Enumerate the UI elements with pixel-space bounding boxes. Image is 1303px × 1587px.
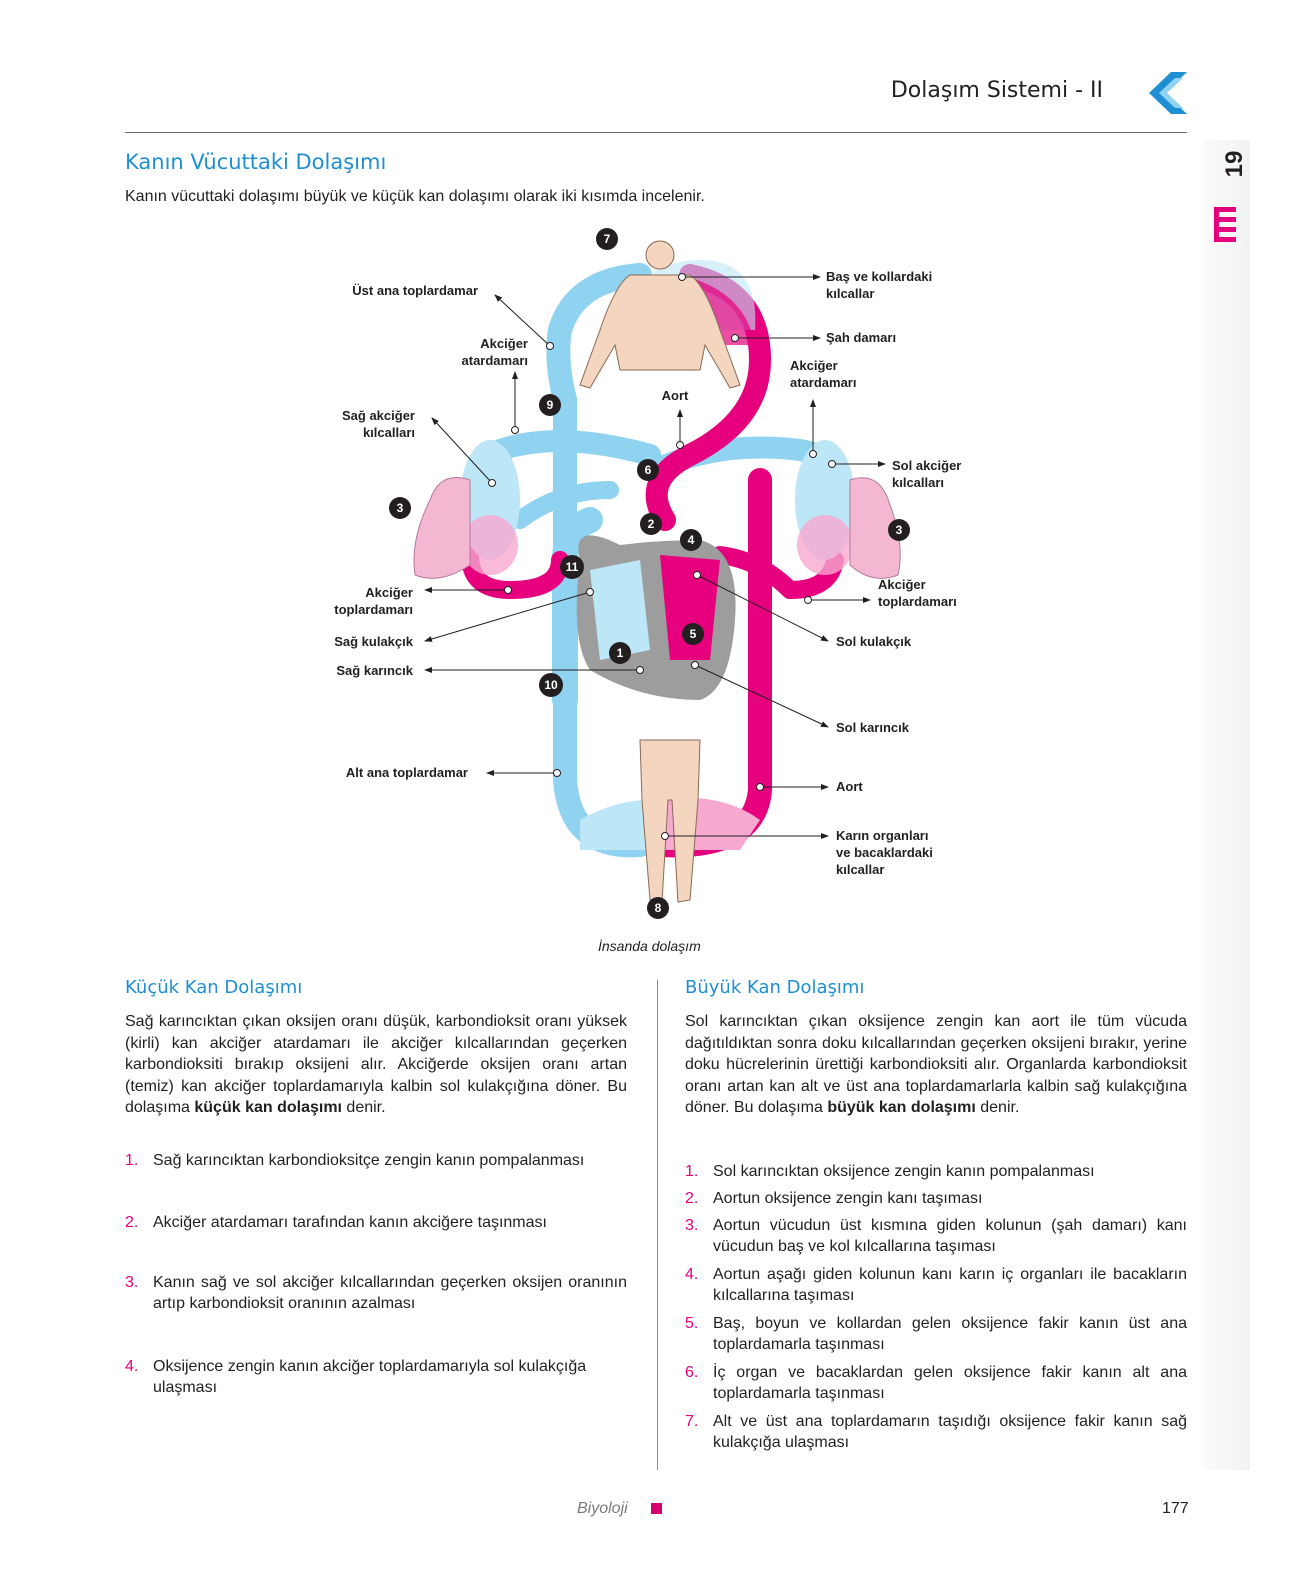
list-item: 7.Alt ve üst ana toplardamarın taşıdığı … [685,1411,1187,1453]
kucuk-title: Küçük Kan Dolaşımı [125,977,302,998]
label-sag-akc-kilc-1: Sağ akciğer [342,408,415,423]
list-item: 1.Sağ karıncıktan karbondioksitçe zengin… [125,1150,627,1171]
list-item: 4.Aortun aşağı giden kolunun kanı karın … [685,1264,1187,1306]
label-sol-akc-kilc-2: kılcalları [892,475,944,490]
label-aort-top: Aort [662,388,689,403]
list-item: 3.Kanın sağ ve sol akciğer kılcallarında… [125,1272,627,1314]
badge-7: 7 [596,228,618,250]
label-akc-topl-right-2: toplardamarı [878,594,957,609]
label-aort-bottom: Aort [836,779,863,794]
badge-10: 10 [539,673,563,697]
label-ust-ana: Üst ana toplardamar [352,283,478,298]
list-item: 5.Baş, boyun ve kollardan gelen oksijenc… [685,1313,1187,1355]
svg-text:7: 7 [604,232,611,246]
list-item: 3.Aortun vücudun üst kısmına giden kolun… [685,1215,1187,1257]
svg-text:9: 9 [547,398,554,412]
label-sag-kulakcik: Sağ kulakçık [334,634,414,649]
badge-1: 1 [609,642,631,664]
page-number: 177 [1162,1500,1189,1518]
svg-text:1: 1 [617,646,624,660]
list-item: 6.İç organ ve bacaklardan gelen oksijenc… [685,1362,1187,1404]
buyuk-bold-term: büyük kan dolaşımı [827,1099,975,1116]
svg-text:5: 5 [690,627,697,641]
svg-text:3: 3 [397,501,404,515]
label-sah-damari: Şah damarı [826,330,896,345]
svg-text:8: 8 [655,901,662,915]
badge-8: 8 [647,897,669,919]
badge-5: 5 [682,623,704,645]
list-item: 2.Aortun oksijence zengin kanı taşıması [685,1188,1187,1209]
label-sag-karincik: Sağ karıncık [336,663,413,678]
label-akc-atar-right-1: Akciğer [790,358,838,373]
chapter-title: Dolaşım Sistemi - II [891,78,1103,103]
label-akc-atar-right-2: atardamarı [790,375,856,390]
chevron-left-icon [1147,70,1191,116]
svg-text:6: 6 [645,463,652,477]
side-tab-number: 19 [1221,144,1249,184]
label-akc-topl-left-2: toplardamarı [334,602,413,617]
column-divider [657,980,658,1470]
svg-text:4: 4 [688,533,695,547]
header-rule [125,132,1187,133]
svg-text:11: 11 [566,560,579,574]
label-sol-akc-kilc-1: Sol akciğer [892,458,961,473]
list-item: 1.Sol karıncıktan oksijence zengin kanın… [685,1161,1187,1182]
heart [577,535,736,700]
svg-text:3: 3 [896,523,903,537]
label-karin-3: kılcallar [836,862,884,877]
label-akc-topl-left-1: Akciğer [365,585,413,600]
list-item: 2.Akciğer atardamarı tarafından kanın ak… [125,1212,627,1233]
badge-2: 2 [640,513,662,535]
label-akc-atar-left-2: atardamarı [462,353,528,368]
side-strip [1203,140,1250,1470]
badge-4: 4 [680,529,702,551]
badge-3-right: 3 [888,519,910,541]
label-sol-karincik: Sol karıncık [836,720,910,735]
footer-subject: Biyoloji [577,1500,628,1518]
label-akc-topl-right-1: Akciğer [878,577,926,592]
buyuk-paragraph: Sol karıncıktan çıkan oksijence zengin k… [685,1011,1187,1119]
badge-9: 9 [539,394,561,416]
label-bas-kol-1: Baş ve kollardaki [826,269,932,284]
kucuk-bold-term: küçük kan dolaşımı [194,1099,342,1116]
label-alt-ana: Alt ana toplardamar [346,765,468,780]
badge-3-left: 3 [389,497,411,519]
diagram-caption: İnsanda dolaşım [598,938,701,954]
svg-text:2: 2 [648,517,655,531]
badge-11: 11 [560,555,584,579]
list-item: 4.Oksijence zengin kanın akciğer toplard… [125,1356,627,1398]
footer-square-icon [651,1503,662,1514]
buyuk-title: Büyük Kan Dolaşımı [685,977,864,998]
label-bas-kol-2: kılcallar [826,286,874,301]
badge-6: 6 [637,459,659,481]
kucuk-paragraph: Sağ karıncıktan çıkan oksijen oranı düşü… [125,1011,627,1119]
label-karin-1: Karın organları [836,828,928,843]
label-karin-2: ve bacaklardaki [836,845,933,860]
label-sag-akc-kilc-2: kılcalları [363,425,415,440]
label-akc-atar-left-1: Akciğer [480,336,528,351]
section-title: Kanın Vücuttaki Dolaşımı [125,150,386,174]
intro-text: Kanın vücuttaki dolaşımı büyük ve küçük … [125,188,705,206]
svg-text:10: 10 [544,678,558,692]
label-sol-kulakcik: Sol kulakçık [836,634,912,649]
circulation-diagram: Üst ana toplardamar Akciğer atardamarı S… [300,220,1020,950]
